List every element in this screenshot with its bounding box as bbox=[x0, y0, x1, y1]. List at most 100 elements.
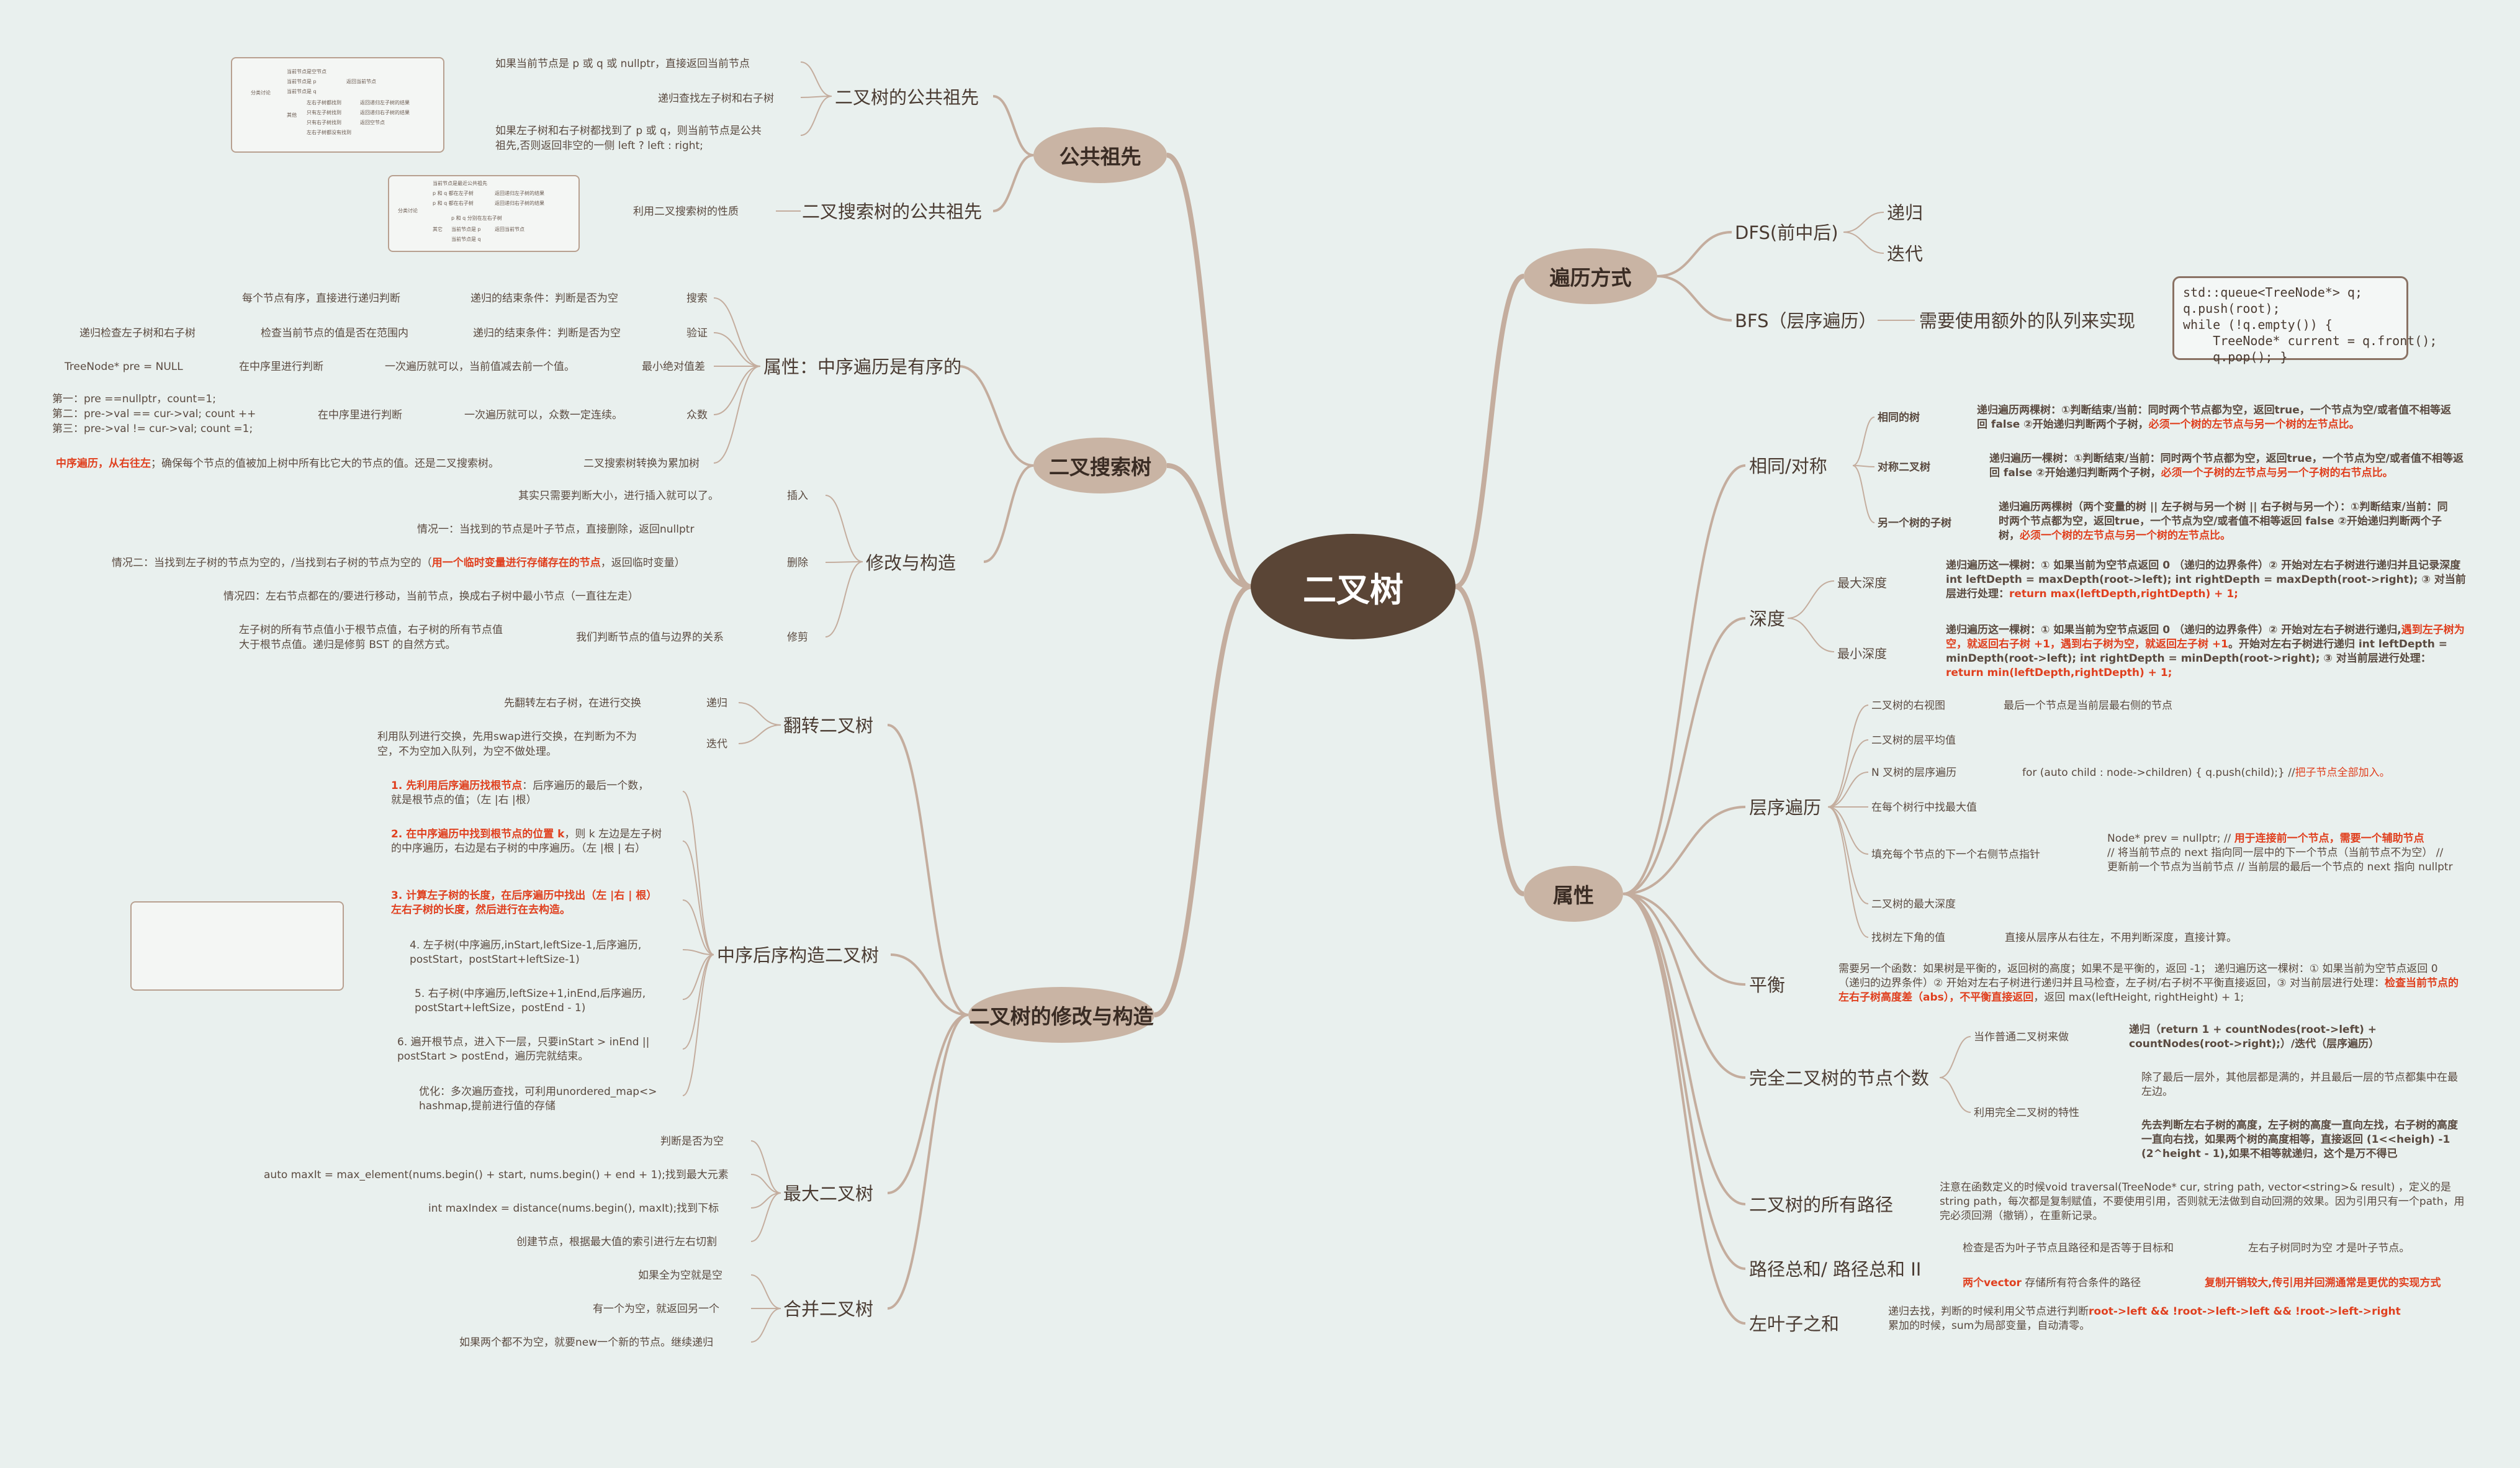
lca-leaf-3b: 祖先,否则返回非空的一侧 left ? left : right; bbox=[495, 140, 703, 152]
node-bst[interactable]: 二叉搜索树 bbox=[1033, 438, 1167, 493]
code-line: while (!q.empty()) { bbox=[2183, 317, 2333, 332]
level-max-depth[interactable]: 二叉树的最大深度 bbox=[1871, 898, 1956, 911]
populate-next-desc-text-1: Node* prev = nullptr; // bbox=[2107, 832, 2234, 845]
edge bbox=[1622, 893, 1746, 986]
all-paths-node[interactable]: 二叉树的所有路径 bbox=[1749, 1194, 1894, 1215]
edge bbox=[1622, 893, 1746, 1205]
bst-lca-title[interactable]: 二叉搜索树的公共祖先 bbox=[802, 201, 983, 222]
lca-thumbnail-image: 分类讨论 当前节点是空节点 当前节点是 p 当前节点是 q 其他 左右子树都找到… bbox=[231, 57, 444, 153]
bst-convert[interactable]: 二叉搜索树转换为累加树 bbox=[583, 457, 700, 470]
count-complete-desc-2: 先去判断左右子树的高度，左子树的高度一直向左找，右子树的高度一直向右找，如果两个… bbox=[2141, 1119, 2458, 1160]
edge bbox=[1787, 580, 1835, 619]
invert-iterative-1b: 空，不为空加入队列，为空不做处理。 bbox=[377, 745, 557, 758]
left-leaves-desc-text-2: 累加的时候，sum为局部变量，自动清零。 bbox=[1888, 1319, 2090, 1332]
build-title[interactable]: 中序后序构造二叉树 bbox=[717, 945, 880, 966]
edge bbox=[738, 702, 781, 726]
mirror-tree[interactable]: 对称二叉树 bbox=[1878, 461, 1930, 474]
code-line: q.push(root); bbox=[2183, 301, 2280, 316]
bst-convert-1-highlight: 中序遍历，从右往左 bbox=[56, 457, 151, 470]
level-order-node[interactable]: 层序遍历 bbox=[1749, 797, 1822, 818]
bfs-node[interactable]: BFS（层序遍历） bbox=[1735, 310, 1877, 331]
bst-property-title[interactable]: 属性：中序遍历是有序的 bbox=[763, 356, 962, 377]
edge bbox=[750, 1192, 781, 1209]
dfs-node[interactable]: DFS(前中后) bbox=[1735, 222, 1838, 243]
count-nodes-node[interactable]: 完全二叉树的节点个数 bbox=[1749, 1068, 1930, 1089]
level-max[interactable]: 在每个树行中找最大值 bbox=[1871, 801, 1977, 814]
invert-title[interactable]: 翻转二叉树 bbox=[783, 715, 874, 736]
bst-insert-1: 其实只需要判断大小，进行插入就可以了。 bbox=[518, 490, 719, 502]
edge bbox=[1622, 464, 1746, 895]
path-sum-node[interactable]: 路径总和/ 路径总和 II bbox=[1749, 1259, 1922, 1280]
dfs-recursive[interactable]: 递归 bbox=[1887, 202, 1924, 223]
n-ary-level[interactable]: N 叉树的层序遍历 bbox=[1871, 767, 1957, 779]
bst-modify-title[interactable]: 修改与构造 bbox=[866, 552, 956, 574]
subtree-desc: 递归遍历两棵树（两个变量的树 || 左子树与另一个树 || 右子树与另一个）：①… bbox=[1999, 500, 2458, 543]
build-step-1: 1. 先利用后序遍历找根节点：后序遍历的最后一个数，就是根节点的值；（左 |右 … bbox=[391, 779, 658, 808]
build-step-6: 6. 遍开根节点，进入下一层，只要inStart > inEnd || post… bbox=[397, 1036, 650, 1063]
path-sum-1-desc: 左右子树同时为空 才是叶子节点。 bbox=[2248, 1242, 2410, 1254]
balance-desc: 需要另一个函数：如果树是平衡的，返回树的高度；如果不是平衡的，返回 -1； 递归… bbox=[1838, 962, 2462, 1005]
max-tree-3: int maxIndex = distance(nums.begin(), ma… bbox=[428, 1202, 719, 1215]
bst-search[interactable]: 搜索 bbox=[686, 292, 708, 305]
balance-node[interactable]: 平衡 bbox=[1749, 975, 1786, 996]
node-traversal[interactable]: 遍历方式 bbox=[1524, 248, 1657, 304]
dfs-iterative[interactable]: 迭代 bbox=[1887, 243, 1924, 264]
populate-next[interactable]: 填充每个节点的下一个右侧节点指针 bbox=[1871, 849, 2040, 861]
bst-verify[interactable]: 验证 bbox=[686, 327, 708, 340]
bottom-left[interactable]: 找树左下角的值 bbox=[1871, 932, 1945, 944]
left-leaves-node[interactable]: 左叶子之和 bbox=[1749, 1313, 1840, 1335]
edge bbox=[713, 366, 761, 464]
subtree[interactable]: 另一个树的子树 bbox=[1878, 517, 1951, 529]
symmetric-node[interactable]: 相同/对称 bbox=[1749, 456, 1827, 477]
build-step-4: 4. 左子树(中序遍历,inStart,leftSize-1,后序遍历, pos… bbox=[410, 939, 642, 966]
bst-minabs[interactable]: 最小绝对值差 bbox=[642, 361, 705, 373]
bst-delete-2-highlight: 用一个临时变量进行存储存在的节点 bbox=[431, 557, 601, 569]
bst-mode[interactable]: 众数 bbox=[686, 409, 708, 421]
node-modify-build[interactable]: 二叉树的修改与构造 bbox=[968, 987, 1154, 1043]
edge bbox=[750, 1274, 781, 1309]
bst-trim[interactable]: 修剪 bbox=[787, 631, 808, 644]
edge bbox=[750, 1140, 781, 1194]
invert-recursive[interactable]: 递归 bbox=[706, 697, 727, 709]
bst-delete-1: 情况一：当找到的节点是叶子节点，直接删除，返回nullptr bbox=[417, 523, 695, 536]
depth-node[interactable]: 深度 bbox=[1749, 608, 1786, 629]
node-properties[interactable]: 属性 bbox=[1524, 866, 1623, 922]
bst-insert[interactable]: 插入 bbox=[787, 490, 808, 502]
same-tree[interactable]: 相同的树 bbox=[1878, 412, 1920, 424]
node-ancestor[interactable]: 公共祖先 bbox=[1033, 127, 1167, 183]
right-view[interactable]: 二叉树的右视图 bbox=[1871, 700, 1945, 712]
subtree-desc-text: 递归遍历两棵树（两个变量的树 || 左子树与另一个树 || 右子树与另一个）：①… bbox=[1999, 501, 2448, 542]
all-paths-desc: 注意在函数定义的时候void traversal(TreeNode* cur, … bbox=[1940, 1181, 2465, 1222]
path-sum-1: 检查是否为叶子节点且路径和是否等于目标和 bbox=[1963, 1242, 2174, 1254]
lca-title[interactable]: 二叉树的公共祖先 bbox=[835, 87, 979, 108]
invert-iterative[interactable]: 迭代 bbox=[706, 738, 727, 750]
max-depth[interactable]: 最大深度 bbox=[1837, 575, 1887, 590]
bfs-code-block: std::queue<TreeNode*> q; q.push(root); w… bbox=[2172, 276, 2437, 364]
bst-verify-1: 递归的结束条件：判断是否为空 bbox=[473, 327, 621, 340]
lca-leaf-3a: 如果左子树和右子树都找到了 p 或 q，则当前节点是公共 bbox=[495, 125, 762, 137]
level-average[interactable]: 二叉树的层平均值 bbox=[1871, 734, 1956, 747]
count-complete[interactable]: 利用完全二叉树的特性 bbox=[1974, 1107, 2079, 1119]
min-depth-desc-text-1: 递归遍历这一棵树：① 如果当前为空节点返回 0 （递归的边界条件）② 开始对左右… bbox=[1946, 624, 2401, 636]
min-depth-desc-text-2: 。开始对左右子树进行递归 int leftDepth = minDepth(ro… bbox=[1946, 637, 2447, 665]
min-depth[interactable]: 最小深度 bbox=[1837, 646, 1887, 661]
root-node[interactable]: 二叉树 bbox=[1251, 534, 1456, 639]
n-ary-level-desc-text: for (auto child : node->children) { q.pu… bbox=[2022, 767, 2295, 779]
merge-title[interactable]: 合并二叉树 bbox=[783, 1299, 874, 1320]
edge bbox=[713, 366, 761, 415]
merge-3: 如果两个都不为空，就要new一个新的节点。继续递归 bbox=[459, 1336, 714, 1349]
populate-next-desc-highlight: 用于连接前一个节点，需要一个辅助节点 bbox=[2234, 832, 2424, 845]
invert-iterative-1a: 利用队列进行交换，先用swap进行交换，在判断为不为 bbox=[377, 731, 637, 743]
edge bbox=[1657, 275, 1732, 322]
mirror-tree-desc: 递归遍历一棵树：①判断结束/当前：同时两个节点都为空，返回true，一个节点为空… bbox=[1989, 452, 2467, 480]
bst-delete[interactable]: 删除 bbox=[787, 557, 808, 569]
bst-delete-2: 情况二：当找到左子树的节点为空的，/当找到右子树的节点为空的（用一个临时变量进行… bbox=[112, 556, 685, 570]
max-tree-4: 创建节点，根据最大值的索引进行左右切割 bbox=[516, 1236, 717, 1248]
count-plain[interactable]: 当作普通二叉树来做 bbox=[1974, 1031, 2069, 1043]
max-tree-1: 判断是否为空 bbox=[660, 1135, 724, 1148]
max-tree-title[interactable]: 最大二叉树 bbox=[783, 1183, 874, 1204]
bst-minabs-1: 一次遍历就可以，当前值减去前一个值。 bbox=[385, 361, 575, 373]
edge-root-modify bbox=[1154, 584, 1251, 1017]
edge bbox=[887, 1014, 969, 1194]
edge-root-traversal bbox=[1454, 274, 1525, 589]
